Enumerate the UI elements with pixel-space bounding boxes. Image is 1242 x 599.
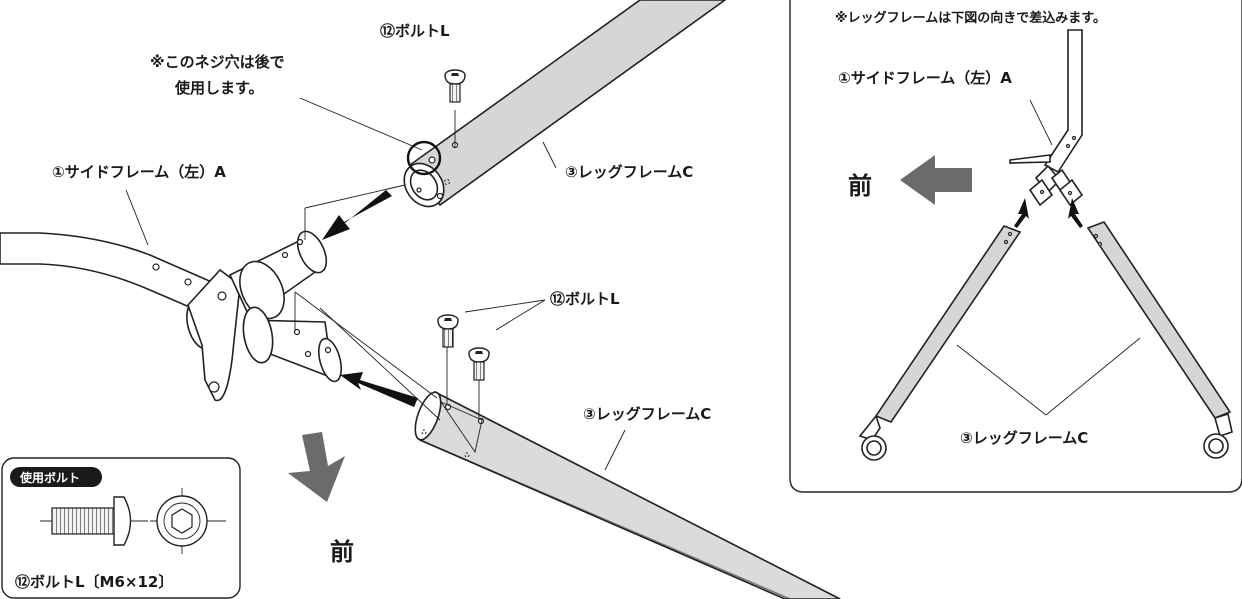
guide-lines xyxy=(294,110,480,421)
leader-lines xyxy=(125,97,626,471)
note-line-1: ※このネジ穴は後で xyxy=(150,53,285,71)
side-frame-a xyxy=(0,230,343,402)
orientation-inset: ※レッグフレームは下図の向きで差込みます。 ①サイドフレーム（左）A xyxy=(789,0,1242,493)
bolt-top-icon xyxy=(444,69,466,103)
bolt-badge-label: 使用ボルト xyxy=(19,470,80,485)
bolt-caption: ⑫ボルトL〔M6×12〕 xyxy=(15,573,173,591)
screw-hole-highlight xyxy=(406,140,442,176)
front-label-inset: 前 xyxy=(848,172,872,200)
bolt-top-label: ⑫ボルトL xyxy=(380,22,450,40)
front-label-main: 前 xyxy=(330,538,354,566)
front-arrow-inset xyxy=(900,155,972,205)
front-arrow-main xyxy=(288,432,345,502)
insert-arrow-lower xyxy=(340,372,418,407)
inset-side-frame-label: ①サイドフレーム（左）A xyxy=(838,69,1012,87)
leg-frame-upper xyxy=(403,0,727,208)
inset-leg-frame-label: ③レッグフレームC xyxy=(960,429,1088,447)
side-frame-label: ①サイドフレーム（左）A xyxy=(52,163,226,181)
bolt-badge xyxy=(10,467,102,487)
leg-frame-upper-label: ③レッグフレームC xyxy=(565,163,693,181)
bolt-middle-right-icon xyxy=(468,347,490,381)
leg-frame-lower xyxy=(414,390,841,599)
insert-arrow-upper xyxy=(322,190,392,240)
bolt-detail-box: 使用ボルト ⑫ボルトL〔M6×12〕 xyxy=(1,457,241,599)
leg-frame-lower-label: ③レッグフレームC xyxy=(583,405,711,423)
bolt-middle-left-icon xyxy=(437,314,459,348)
bolt-middle-label: ⑫ボルトL xyxy=(550,290,620,308)
note-line-2: 使用します。 xyxy=(174,79,264,97)
inset-note: ※レッグフレームは下図の向きで差込みます。 xyxy=(835,10,1106,26)
